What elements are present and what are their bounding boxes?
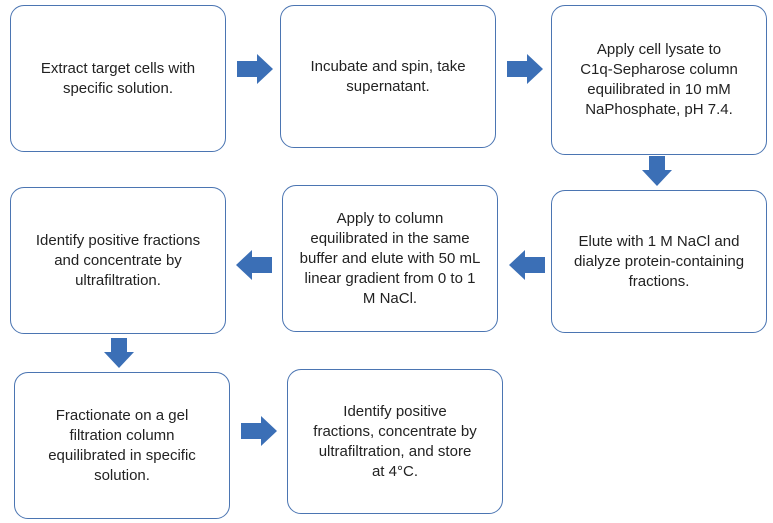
step-7-box: Fractionate on a gel filtration column e… — [14, 372, 230, 519]
step-7-text: Fractionate on a gel filtration column e… — [48, 406, 196, 484]
step-6-box: Identify positive fractions and concentr… — [10, 187, 226, 334]
arrow-right-icon — [237, 54, 273, 84]
step-8-box: Identify positive fractions, concentrate… — [287, 369, 503, 514]
arrow-left-icon — [236, 250, 272, 280]
step-5-box: Apply to column equilibrated in the same… — [282, 185, 498, 332]
arrow-right-icon — [507, 54, 543, 84]
step-8-text: Identify positive fractions, concentrate… — [313, 402, 477, 480]
arrow-down-icon — [104, 338, 134, 368]
step-5-text: Apply to column equilibrated in the same… — [299, 209, 481, 307]
step-6-text: Identify positive fractions and concentr… — [35, 231, 201, 289]
step-2-text: Incubate and spin, take supernatant. — [310, 57, 466, 95]
arrow-down-icon — [642, 156, 672, 186]
step-3-box: Apply cell lysate to C1q-Sepharose colum… — [551, 5, 767, 155]
arrow-left-icon — [509, 250, 545, 280]
step-3-text: Apply cell lysate to C1q-Sepharose colum… — [580, 41, 738, 118]
arrow-right-icon — [241, 416, 277, 446]
step-2-box: Incubate and spin, take supernatant. — [280, 5, 496, 148]
step-4-box: Elute with 1 M NaCl and dialyze protein-… — [551, 190, 767, 333]
step-1-box: Extract target cells with specific solut… — [10, 5, 226, 152]
step-4-text: Elute with 1 M NaCl and dialyze protein-… — [573, 232, 745, 290]
step-1-text: Extract target cells with specific solut… — [40, 59, 196, 97]
